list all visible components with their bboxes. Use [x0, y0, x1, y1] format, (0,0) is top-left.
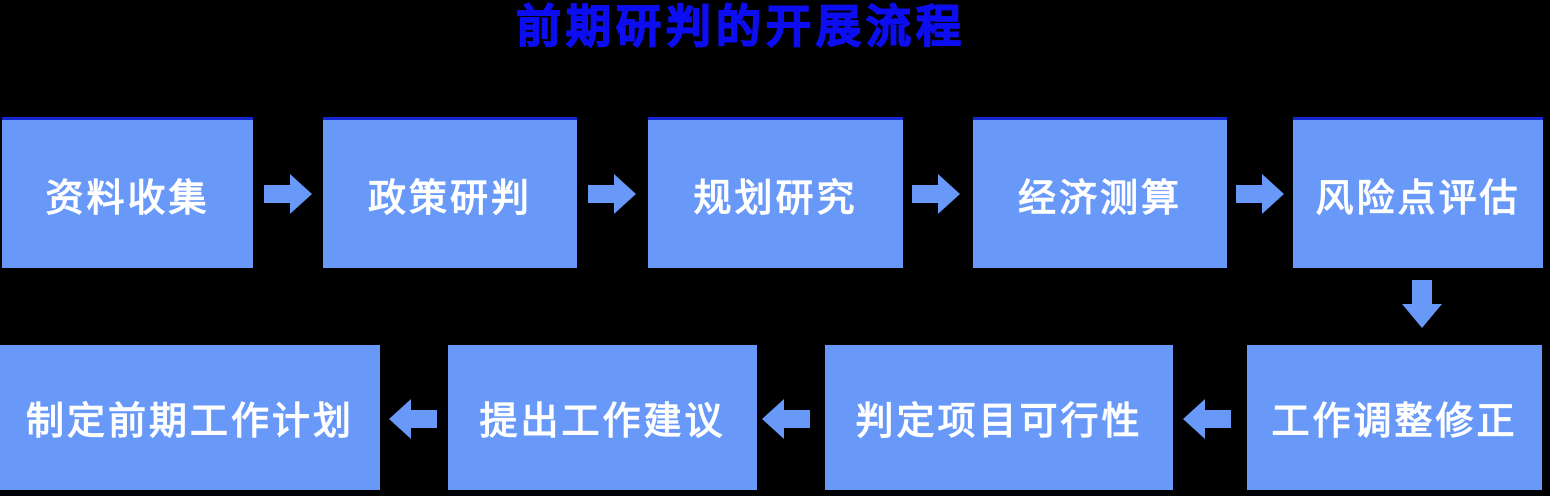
step-preliminary-work-plan: 制定前期工作计划	[0, 345, 380, 490]
step-label: 判定项目可行性	[855, 399, 1143, 443]
step-policy-analysis: 政策研判	[323, 117, 577, 268]
step-label: 工作调整修正	[1271, 399, 1518, 443]
step-label: 提出工作建议	[479, 399, 726, 443]
arrow-left-icon	[762, 399, 810, 439]
arrow-down-icon	[1402, 280, 1442, 328]
arrow-right-icon	[912, 174, 960, 214]
step-feasibility-determination: 判定项目可行性	[825, 345, 1173, 490]
step-planning-research: 规划研究	[648, 117, 903, 268]
step-label: 风险点评估	[1315, 175, 1521, 220]
arrow-right-icon	[1236, 174, 1284, 214]
step-data-collection: 资料收集	[2, 117, 253, 268]
arrow-left-icon	[1183, 399, 1231, 439]
step-label: 资料收集	[45, 175, 210, 220]
step-risk-assessment: 风险点评估	[1293, 117, 1543, 268]
step-label: 政策研判	[367, 175, 532, 220]
step-label: 经济测算	[1017, 175, 1182, 220]
arrow-right-icon	[264, 174, 312, 214]
step-label: 规划研究	[693, 175, 858, 220]
arrow-right-icon	[588, 174, 636, 214]
step-economic-calculation: 经济测算	[973, 117, 1227, 268]
arrow-left-icon	[389, 399, 437, 439]
page-title: 前期研判的开展流程	[515, 0, 967, 54]
step-work-adjustment: 工作调整修正	[1247, 345, 1542, 490]
step-label: 制定前期工作计划	[25, 399, 354, 443]
step-work-suggestions: 提出工作建议	[448, 345, 757, 490]
